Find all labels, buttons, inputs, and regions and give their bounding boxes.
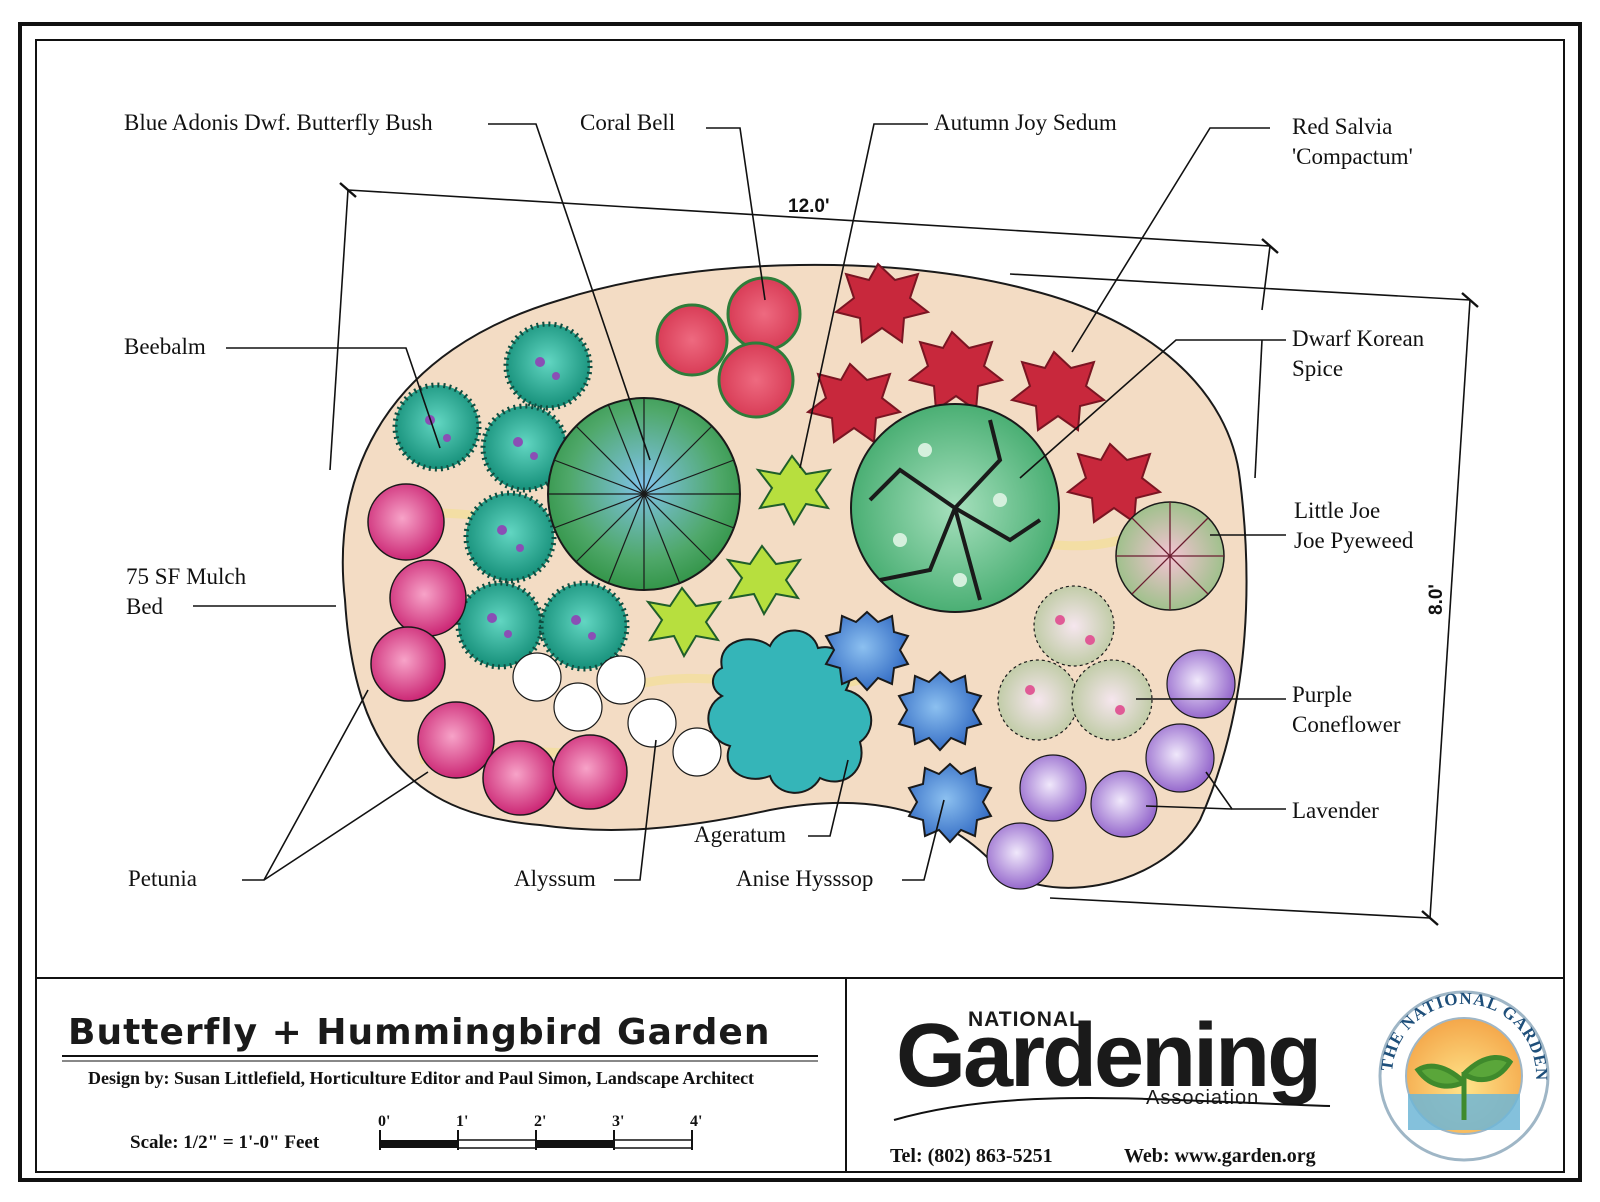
width-dimension-label: 12.0': [788, 196, 830, 217]
scale-tick-0: 0': [378, 1113, 390, 1130]
label-red-salvia: Red Salvia: [1292, 114, 1392, 139]
label-coneflower: Coneflower: [1292, 712, 1401, 737]
label-red-salvia-cultivar: 'Compactum': [1292, 144, 1413, 169]
label-little-joe: Little Joe: [1294, 498, 1380, 523]
label-purple: Purple: [1292, 682, 1352, 707]
outer-border: [18, 22, 1582, 1182]
label-dwarf-korean: Dwarf Korean: [1292, 326, 1425, 351]
coral-bell-plants: [655, 276, 802, 419]
contact-tel: Tel: (802) 863-5251: [890, 1145, 1053, 1167]
leader-lines: [193, 123, 1286, 881]
label-joe-pyeweed: Joe Pyeweed: [1294, 528, 1414, 553]
label-petunia: Petunia: [128, 866, 197, 891]
logo-swoosh: [893, 1097, 1331, 1121]
anise-hyssop-plants: [824, 610, 993, 844]
contact-web: Web: www.garden.org: [1124, 1145, 1316, 1167]
beebalm-plant: [538, 580, 630, 672]
beebalm-plant: [503, 321, 593, 411]
dwarf-korean-spice: [850, 403, 1060, 613]
sedum-plants: [645, 454, 833, 659]
label-beebalm: Beebalm: [124, 334, 206, 359]
scale-tick-1: 1': [456, 1113, 468, 1130]
national-gardening-logo: NATIONAL Gardening Association: [893, 1006, 1331, 1121]
label-alyssum: Alyssum: [514, 866, 596, 891]
lavender-plants: [986, 649, 1236, 890]
design-credit: Design by: Susan Littlefield, Horticultu…: [88, 1068, 754, 1088]
height-dimension: 8.0': [1009, 273, 1479, 926]
purple-coneflower-plants: [997, 585, 1153, 741]
little-joe-pyeweed: [1115, 501, 1225, 611]
label-lavender: Lavender: [1292, 798, 1379, 823]
sprout-icon: [1414, 1055, 1514, 1120]
height-dimension-label: 8.0': [1426, 584, 1447, 615]
width-dimension: 12.0': [329, 182, 1279, 471]
beebalm-plant: [392, 382, 482, 472]
scale-tick-4: 4': [690, 1113, 702, 1130]
label-dwarf-korean-spice: Spice: [1292, 356, 1343, 381]
inner-border: [35, 39, 1565, 1173]
label-coral-bell: Coral Bell: [580, 110, 675, 135]
label-anise-hyssop: Anise Hysssop: [736, 866, 873, 891]
scale-tick-2: 2': [534, 1113, 546, 1130]
scale-label: Scale: 1/2" = 1'-0" Feet: [130, 1132, 320, 1153]
label-mulch-bed: 75 SF Mulch: [126, 564, 247, 589]
label-autumn-joy-sedum: Autumn Joy Sedum: [934, 110, 1117, 135]
label-butterfly-bush: Blue Adonis Dwf. Butterfly Bush: [124, 110, 433, 135]
red-salvia-plants: [805, 262, 1163, 524]
logo-association: Association: [1146, 1087, 1259, 1109]
ageratum-plants: [707, 629, 873, 794]
logo-gardening: Gardening: [896, 1006, 1319, 1106]
butterfly-bush: [547, 397, 741, 591]
alyssum-plants: [512, 652, 722, 777]
beebalm-plants: [392, 321, 630, 672]
petunia-plants: [367, 483, 628, 816]
label-mulch-bed-2: Bed: [126, 594, 164, 619]
garden-title: Butterfly + Hummingbird Garden: [68, 1012, 770, 1053]
label-ageratum: Ageratum: [694, 822, 786, 847]
scale-bar: 0' 1' 2' 3' 4': [378, 1113, 702, 1150]
scale-tick-3: 3': [612, 1113, 624, 1130]
beebalm-plant: [463, 490, 557, 584]
logo-national: NATIONAL: [968, 1008, 1083, 1031]
